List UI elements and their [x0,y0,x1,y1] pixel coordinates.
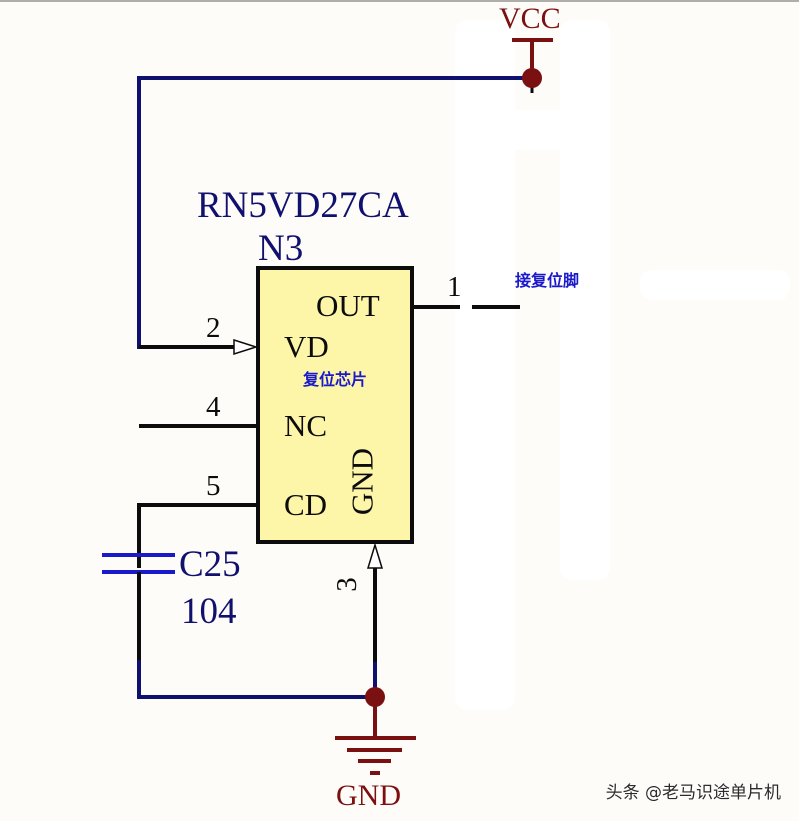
pin-name-vd: VD [284,329,329,364]
pin-name-out: OUT [316,288,380,323]
wire-cap-to-gnd [137,660,375,699]
pin-name-gnd: GND [344,447,380,516]
pin-name-nc: NC [284,408,328,443]
ic-body [256,266,414,544]
background-ghost-shape [500,110,580,150]
gnd-label: GND [336,779,401,812]
capacitor-value-label: 104 [181,591,237,632]
watermark-text: 头条 @老马识途单片机 [605,783,781,803]
part-number-label: RN5VD27CA [197,185,409,226]
pin-number-1: 1 [447,271,462,303]
top-border [0,0,799,2]
capacitor-c25-symbol [102,553,175,660]
pin-number-4: 4 [206,391,221,423]
pin-number-3: 3 [330,577,363,592]
pin-5-line [137,503,258,568]
pin-name-cd: CD [284,487,328,522]
capacitor-designator-label: C25 [179,544,241,585]
vcc-label: VCC [499,2,561,35]
pin-number-2: 2 [206,312,221,344]
designator-label: N3 [258,228,304,269]
background-ghost-shape [640,270,790,300]
gnd-power-symbol [335,697,416,775]
pin-3-input-arrow-icon [366,542,384,569]
pin-2-input-arrow-icon [233,338,259,356]
chip-description-label: 复位芯片 [303,370,368,389]
vcc-junction-dot [522,68,542,88]
net-label-reset-pin: 接复位脚 [515,271,580,290]
pin-number-5: 5 [206,470,221,502]
